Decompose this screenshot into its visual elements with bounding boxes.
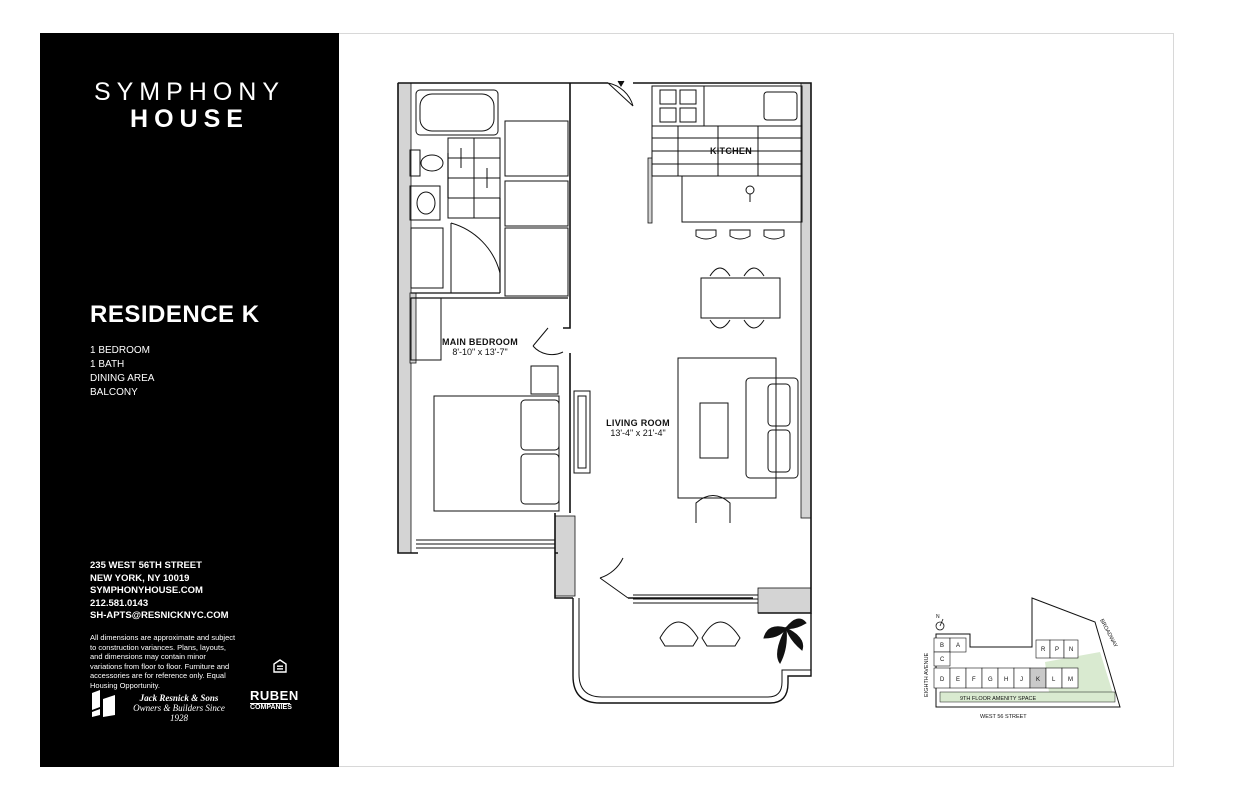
- address-line-1: 235 WEST 56TH STREET: [90, 560, 202, 571]
- entry-door: [607, 82, 634, 107]
- key-unit-label: F: [972, 677, 976, 683]
- address-line-2: NEW YORK, NY 10019: [90, 572, 190, 584]
- area-rug: [677, 357, 777, 499]
- key-unit-label: A: [956, 643, 960, 649]
- resnick-name: Jack Resnick & Sons: [139, 693, 219, 703]
- brand-line-2: HOUSE: [130, 105, 249, 133]
- ruben-logo: RUBEN COMPANIES: [250, 688, 299, 712]
- bathroom-sink: [409, 185, 441, 221]
- street-label: WEST 56 STREET: [980, 714, 1027, 720]
- key-unit-label: C: [940, 657, 945, 663]
- north-label: N: [936, 614, 940, 620]
- bar-stools: [695, 229, 785, 240]
- feature-item: 1 BEDROOM: [90, 345, 151, 356]
- balcony: [572, 598, 812, 704]
- wardrobe: [573, 390, 591, 474]
- amenity-label: 9TH FLOOR AMENITY SPACE: [960, 696, 1037, 702]
- bathtub: [415, 89, 499, 136]
- kitchen-label: KITCHEN: [706, 146, 756, 156]
- bedroom-door: [532, 327, 564, 356]
- resnick-tagline: Owners & Builders Since 1928: [133, 703, 225, 723]
- sofa: [745, 377, 799, 479]
- closet-4: [410, 227, 444, 289]
- toilet: [409, 149, 444, 177]
- feature-item: 1 BATH: [90, 359, 125, 370]
- closet-3: [504, 227, 569, 297]
- resnick-logo-text: Jack Resnick & Sons Owners & Builders Si…: [124, 693, 234, 723]
- ruben-logo-line-1: RUBEN: [250, 688, 299, 703]
- ruben-logo-line-2: COMPANIES: [250, 703, 292, 711]
- living-label: LIVING ROOM 13'-4" x 21'-4": [588, 418, 688, 438]
- key-unit-label: R: [1041, 647, 1046, 653]
- feature-item: BALCONY: [90, 387, 138, 398]
- coffee-table: [699, 402, 729, 459]
- balcony-door: [599, 557, 629, 599]
- brand-line-1: SYMPHONY: [93, 78, 286, 106]
- key-unit-label: M: [1068, 677, 1073, 683]
- floor-plan: [397, 80, 812, 704]
- brand-logo: SYMPHONY HOUSE: [40, 78, 339, 132]
- armchair: [695, 495, 731, 523]
- plant-icon: [763, 618, 807, 664]
- north-arrow-icon: [935, 621, 945, 631]
- key-unit-label: P: [1055, 647, 1059, 653]
- website-link[interactable]: SYMPHONYHOUSE.COM: [90, 585, 203, 596]
- balcony-chair: [659, 621, 699, 647]
- living-name: LIVING ROOM: [606, 418, 670, 428]
- living-window: [633, 594, 758, 604]
- bedroom-name: MAIN BEDROOM: [441, 337, 519, 347]
- key-unit-label: N: [1069, 647, 1073, 653]
- disclaimer-text: All dimensions are approximate and subje…: [90, 633, 236, 690]
- dining-table: [700, 267, 781, 329]
- avenue-label: EIGHTH AVENUE: [924, 652, 930, 697]
- living-dims: 13'-4" x 21'-4": [610, 428, 666, 438]
- kitchen-island: [681, 175, 803, 223]
- key-unit-label: J: [1020, 677, 1023, 683]
- email-link[interactable]: SH-APTS@RESNICKNYC.COM: [90, 610, 229, 621]
- phone-number[interactable]: 212.581.0143: [90, 597, 149, 609]
- info-panel: SYMPHONY HOUSE RESIDENCE K 1 BEDROOM 1 B…: [40, 33, 339, 767]
- closet-1: [504, 120, 569, 177]
- kitchen-backsplash: [651, 125, 803, 177]
- key-unit-label: E: [956, 677, 960, 683]
- resnick-logo-icon: [92, 690, 115, 717]
- key-plan: B A C R P N D E F G H J K L M 9TH FLOOR …: [924, 597, 1121, 720]
- bath-door: [450, 222, 501, 293]
- residence-title: RESIDENCE K: [90, 301, 260, 328]
- bedroom-window: [416, 539, 555, 549]
- closet-5: [410, 297, 442, 361]
- key-unit-label: B: [940, 643, 944, 649]
- bed: [433, 395, 560, 512]
- balcony-chair: [701, 621, 741, 647]
- contact-block: 235 WEST 56TH STREET NEW YORK, NY 10019 …: [90, 560, 229, 623]
- bedroom-label: MAIN BEDROOM 8'-10" x 13'-7": [430, 337, 530, 357]
- nightstand: [530, 365, 559, 395]
- key-unit-label: H: [1004, 677, 1008, 683]
- key-unit-label: G: [988, 677, 993, 683]
- equal-housing-icon: [273, 659, 287, 673]
- exterior-walls: [397, 82, 812, 614]
- bedroom-dims: 8'-10" x 13'-7": [452, 347, 508, 357]
- bath-tile: [447, 137, 501, 219]
- key-unit-label: D: [940, 677, 945, 683]
- key-unit-label: K: [1036, 677, 1040, 683]
- feature-list: 1 BEDROOM 1 BATH DINING AREA BALCONY: [90, 344, 154, 400]
- kitchen-name: KITCHEN: [709, 146, 753, 156]
- closet-2: [504, 180, 569, 227]
- kitchen-counter: [651, 85, 803, 127]
- unit-grid: [933, 637, 1079, 689]
- feature-item: DINING AREA: [90, 373, 155, 384]
- key-unit-label: L: [1052, 677, 1056, 683]
